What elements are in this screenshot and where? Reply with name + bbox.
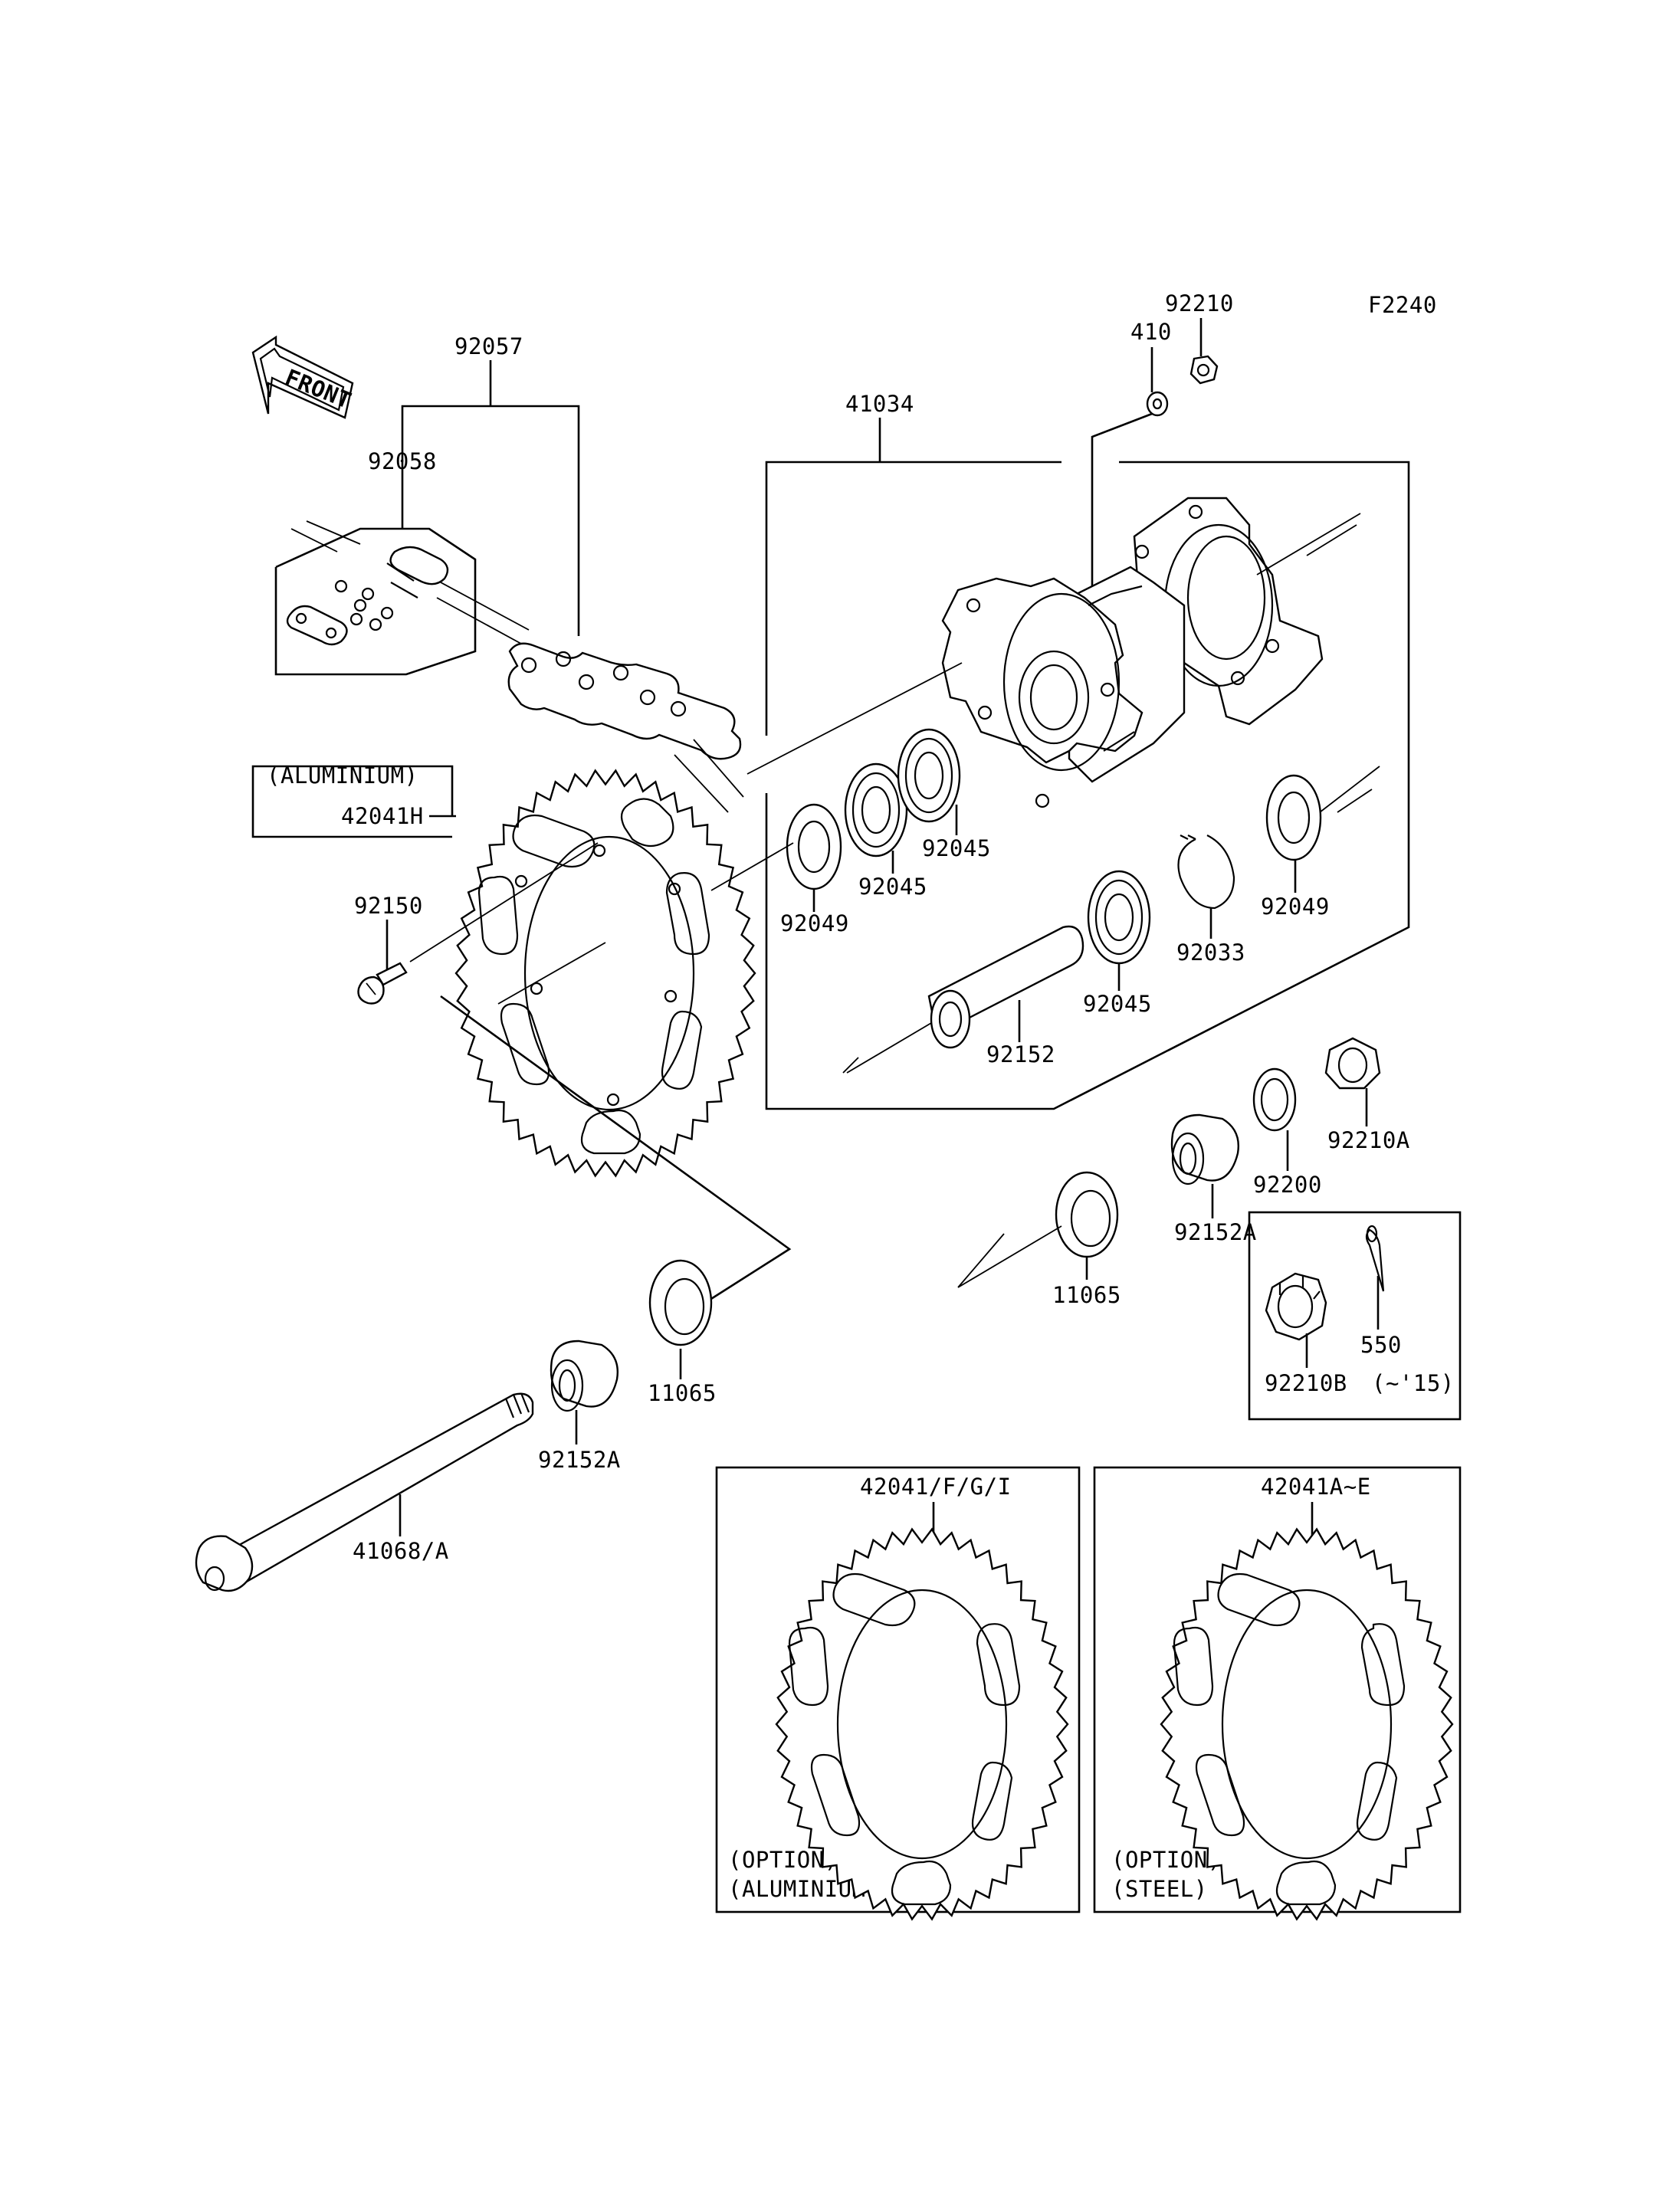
chain-joint-box <box>274 527 477 676</box>
oil-seal-11065-left-icon <box>648 1259 713 1346</box>
oil-seal-92049-left-icon <box>786 803 842 890</box>
label-92049-right: 92049 <box>1261 894 1330 920</box>
label-92045-a: 92045 <box>858 874 927 900</box>
year-note: (~'15) <box>1372 1370 1455 1396</box>
label-41068: 41068/A <box>353 1538 449 1564</box>
option-box-aluminium <box>715 1466 1081 1913</box>
rear-hub-icon <box>746 497 1361 808</box>
option-steel-line1: (OPTION) <box>1111 1847 1222 1873</box>
castle-nut-box <box>1248 1211 1462 1421</box>
nut-92210-icon <box>1189 355 1219 385</box>
oil-seal-11065-right-icon <box>1055 1171 1119 1258</box>
bearing-92045-a-icon <box>844 762 908 857</box>
leader-410-down <box>1091 412 1153 602</box>
aluminium-note: (ALUMINIUM) <box>267 762 418 789</box>
sprocket-option-steel-icon <box>1160 1527 1454 1921</box>
option-aluminium-part: 42041/F/G/I <box>860 1474 1012 1500</box>
sprocket-42041H-icon <box>454 769 756 1178</box>
label-410: 410 <box>1130 319 1172 345</box>
label-92152: 92152 <box>986 1041 1055 1067</box>
leader-sprocket-to-seal <box>440 995 792 1304</box>
option-steel-part: 42041A~E <box>1261 1474 1371 1500</box>
bracket-92057 <box>401 405 580 636</box>
hub-box-left <box>765 461 1061 736</box>
collar-92152A-left-icon <box>550 1340 619 1412</box>
front-arrow-icon: FRONT <box>251 335 355 419</box>
label-550: 550 <box>1360 1332 1402 1358</box>
sprocket-aluminium-box <box>251 765 454 838</box>
label-11065-left: 11065 <box>648 1380 717 1406</box>
label-42041H: 42041H <box>341 803 424 829</box>
castle-nut-92210B-icon <box>1265 1272 1327 1341</box>
label-92210B: 92210B <box>1265 1370 1347 1396</box>
oil-seal-92049-right-icon <box>1265 774 1322 861</box>
washer-92200-icon <box>1252 1067 1297 1132</box>
label-41034: 41034 <box>845 391 914 417</box>
nut-92210A-icon <box>1324 1037 1381 1090</box>
collar-92152A-right-icon <box>1170 1113 1239 1185</box>
label-92058: 92058 <box>368 448 437 474</box>
drive-chain-icon <box>436 582 744 813</box>
label-92210: 92210 <box>1165 290 1234 316</box>
axle-41068-icon <box>195 1392 534 1592</box>
label-92045-b: 92045 <box>922 835 991 861</box>
cotter-pin-550-icon <box>1365 1225 1385 1292</box>
option-aluminium-line1: (OPTION) <box>728 1847 838 1873</box>
bearing-92045-b-icon <box>897 728 961 823</box>
hub-box-right <box>765 461 1410 1110</box>
label-11065-right: 11065 <box>1052 1282 1121 1308</box>
sprocket-option-aluminium-icon <box>775 1527 1069 1921</box>
option-steel-line2: (STEEL) <box>1111 1876 1208 1902</box>
spacer-92152-icon <box>842 925 1084 1074</box>
label-92150: 92150 <box>354 893 423 919</box>
label-92152A-right: 92152A <box>1174 1219 1257 1245</box>
label-92049-left: 92049 <box>780 910 849 936</box>
chain-joint-icon <box>286 520 449 646</box>
label-92045-c: 92045 <box>1083 991 1152 1017</box>
label-92152A-left: 92152A <box>538 1447 621 1473</box>
figure-code: F2240 <box>1368 292 1437 318</box>
label-92210A: 92210A <box>1327 1127 1410 1153</box>
circlip-92033-icon <box>1177 835 1235 910</box>
washer-410-icon <box>1146 391 1169 417</box>
label-92033: 92033 <box>1176 939 1245 966</box>
label-92057: 92057 <box>454 333 523 359</box>
bolt-92150-icon <box>357 962 408 1005</box>
label-92200: 92200 <box>1253 1172 1322 1198</box>
bearing-92045-c-icon <box>1087 870 1151 965</box>
